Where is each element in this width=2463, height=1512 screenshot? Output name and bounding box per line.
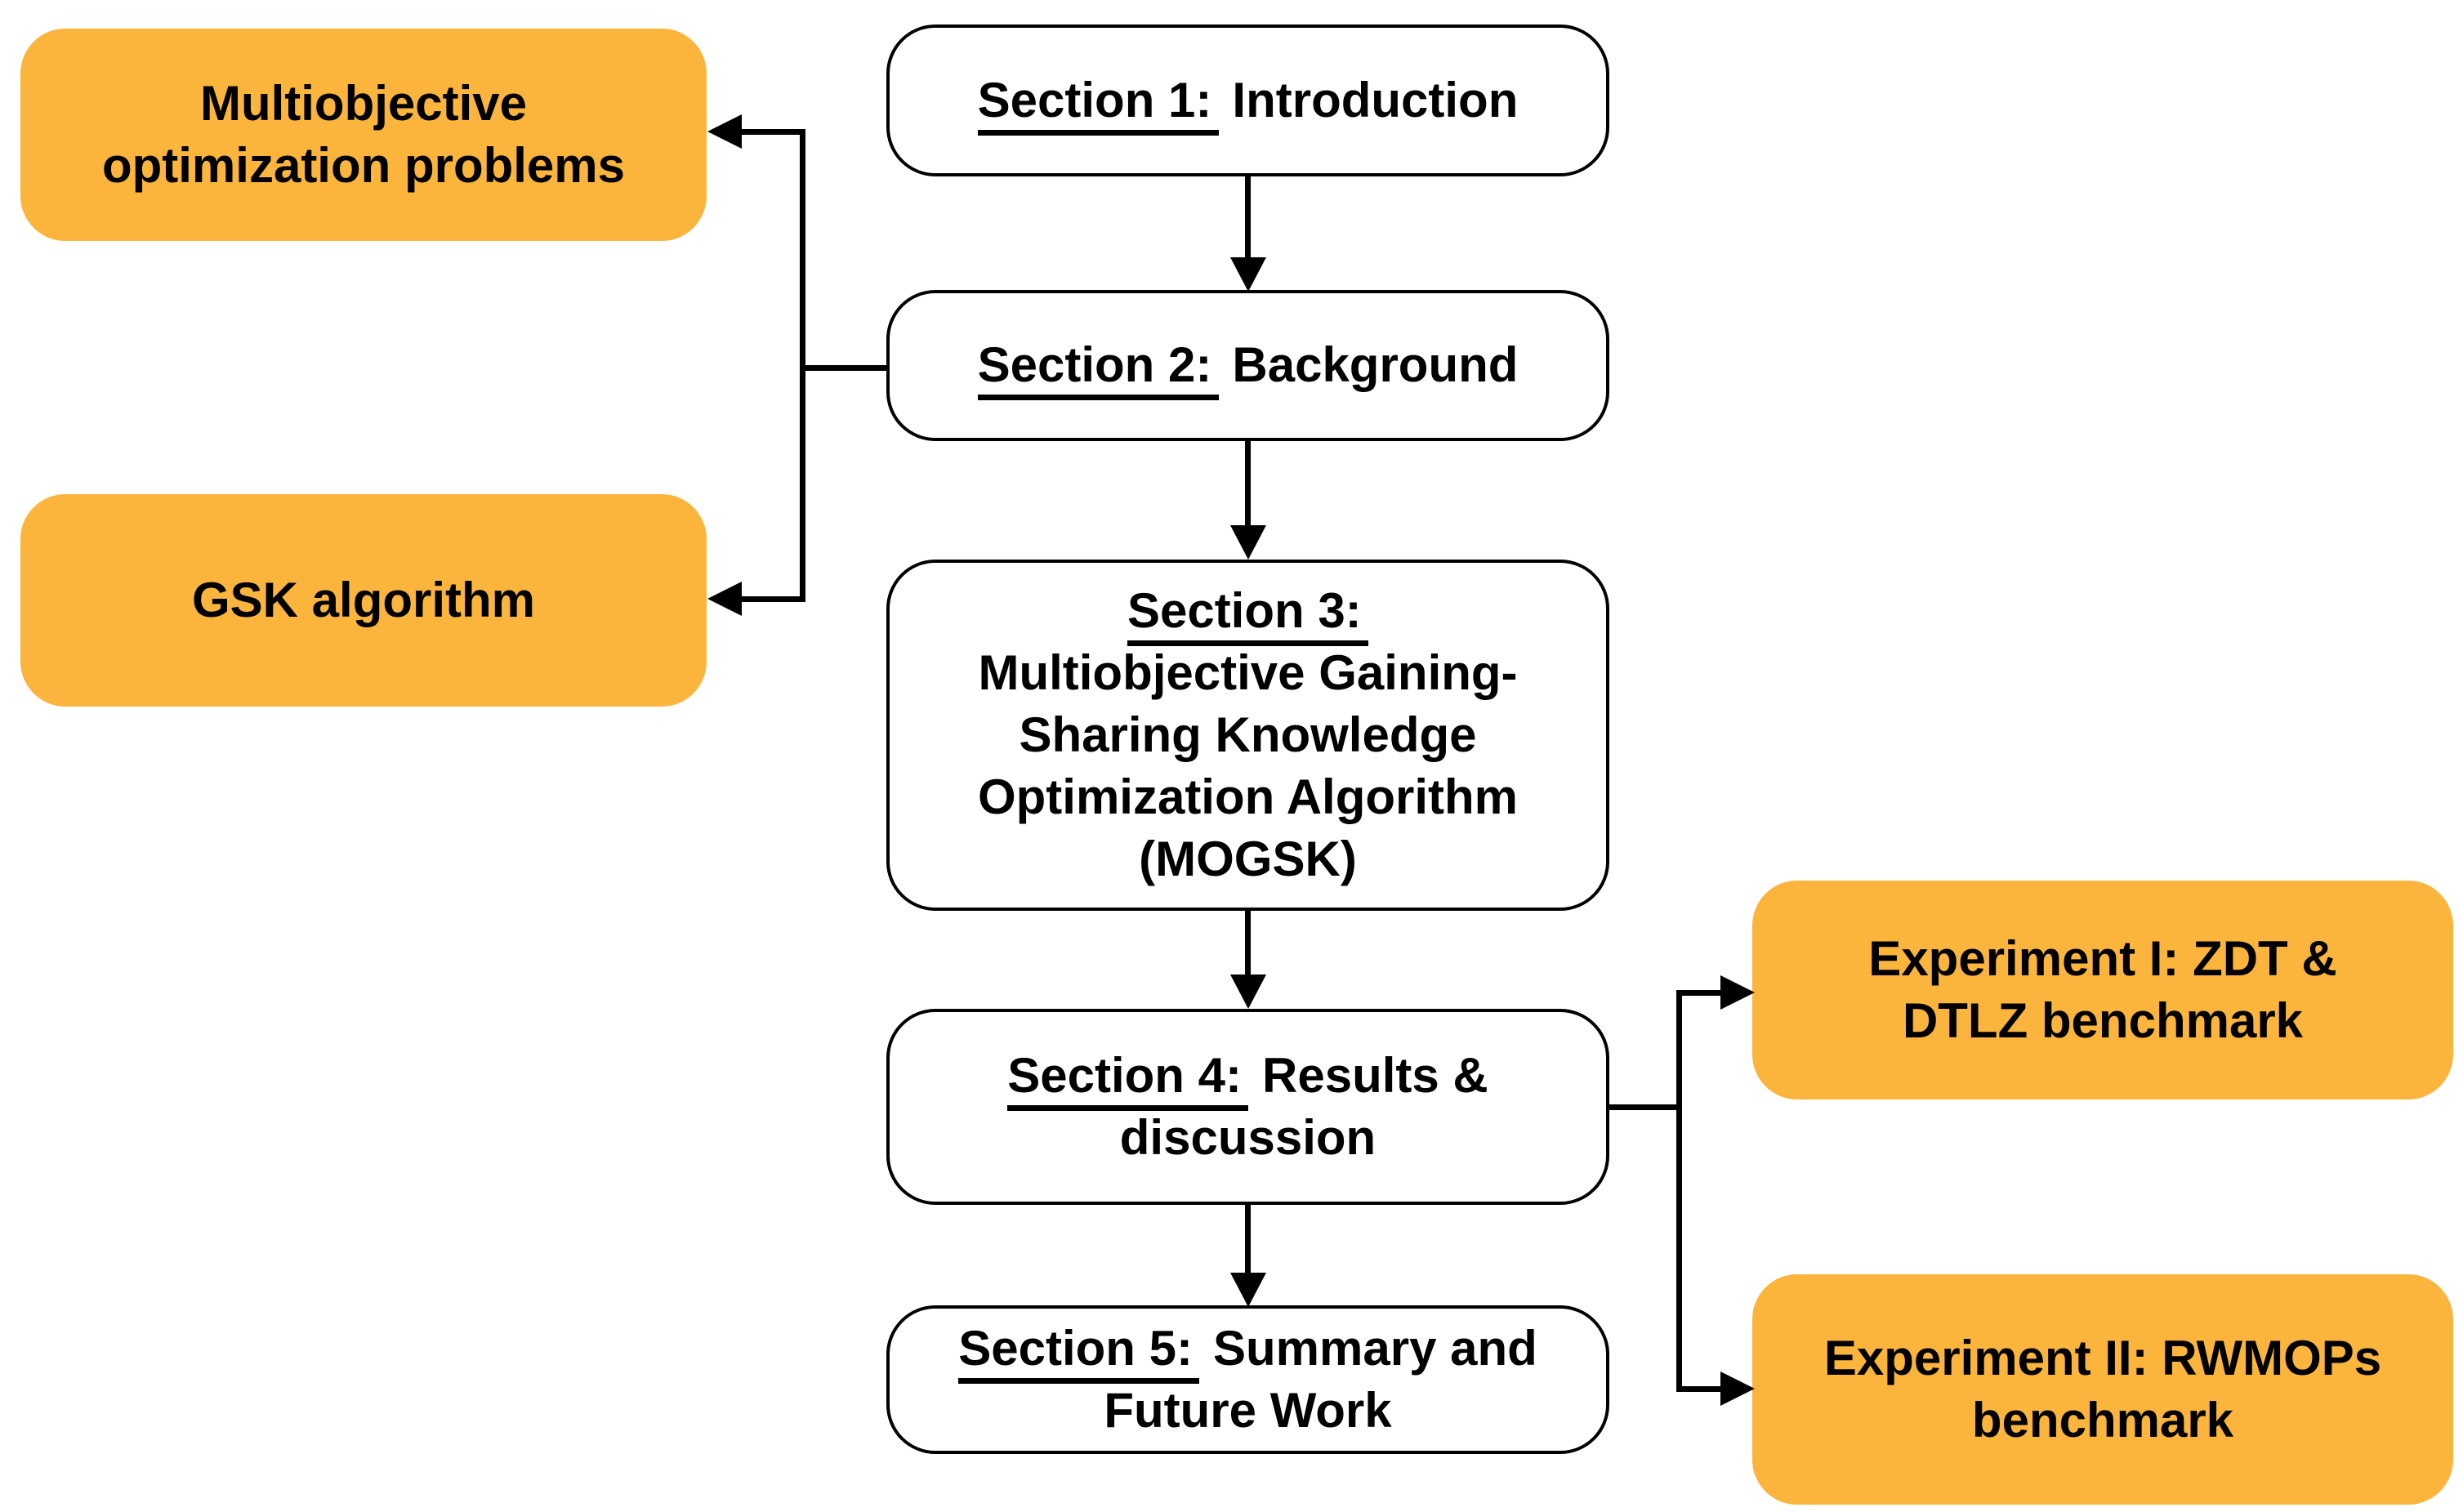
note-gsk-algorithm-text: GSK algorithm — [191, 572, 536, 627]
section-3-label: Section 3: — [1127, 582, 1369, 646]
connector-left-bottom-branch — [739, 596, 805, 602]
section-5-box: Section 5: Summary and Future Work — [886, 1305, 1609, 1454]
arrow-s2-s3-shaft — [1245, 441, 1251, 527]
section-5-label: Section 5: — [958, 1320, 1200, 1384]
section-3-title: Multiobjective Gaining- Sharing Knowledg… — [977, 644, 1519, 887]
section-3-text: Section 3: Multiobjective Gaining- Shari… — [978, 580, 1518, 891]
section-5-title: Summary and Future Work — [1104, 1320, 1537, 1438]
connector-left-bottom-arrowhead — [707, 582, 742, 616]
section-4-text: Section 4: Results & discussion — [1007, 1045, 1488, 1169]
connector-left-top-arrowhead — [707, 114, 742, 149]
connector-left-top-branch — [739, 129, 805, 135]
arrow-s4-s5-shaft — [1245, 1205, 1251, 1274]
section-3-box: Section 3: Multiobjective Gaining- Shari… — [886, 560, 1609, 911]
section-1-label: Section 1: — [977, 72, 1219, 136]
section-2-box: Section 2: Background — [886, 290, 1609, 441]
connector-right-bottom-arrowhead — [1720, 1372, 1755, 1406]
arrow-s1-s2-shaft — [1245, 176, 1251, 259]
note-multiobjective-problems-text: Multiobjective optimization problems — [101, 75, 626, 193]
section-4-title: Results & discussion — [1119, 1047, 1488, 1165]
section-5-text: Section 5: Summary and Future Work — [958, 1318, 1537, 1442]
section-1-box: Section 1: Introduction — [886, 25, 1609, 176]
connector-right-section4-stub — [1609, 1104, 1682, 1110]
note-experiment-2-text: Experiment II: RWMOPs benchmark — [1823, 1330, 2382, 1447]
section-1-text: Section 1: Introduction — [977, 69, 1519, 136]
note-experiment-1-box: Experiment I: ZDT & DTLZ benchmark — [1752, 881, 2453, 1099]
section-4-label: Section 4: — [1007, 1047, 1249, 1111]
note-experiment-1-text: Experiment I: ZDT & DTLZ benchmark — [1868, 930, 2337, 1048]
section-4-box: Section 4: Results & discussion — [886, 1009, 1609, 1205]
arrow-s2-s3-head — [1230, 525, 1266, 560]
connector-right-bottom-branch — [1679, 1386, 1724, 1392]
section-2-label: Section 2: — [977, 337, 1219, 401]
arrow-s4-s5-head — [1230, 1273, 1266, 1307]
connector-right-top-branch — [1679, 990, 1724, 996]
section-1-title: Introduction — [1218, 72, 1519, 127]
note-gsk-algorithm-box: GSK algorithm — [20, 494, 707, 707]
connector-right-top-arrowhead — [1720, 975, 1755, 1010]
note-experiment-2-box: Experiment II: RWMOPs benchmark — [1752, 1274, 2453, 1505]
section-2-title: Background — [1218, 337, 1519, 393]
connector-right-vertical — [1676, 990, 1682, 1392]
note-multiobjective-problems-box: Multiobjective optimization problems — [20, 29, 707, 241]
connector-left-section2-branch — [800, 365, 890, 371]
arrow-s3-s4-shaft — [1245, 911, 1251, 976]
section-2-text: Section 2: Background — [977, 334, 1519, 401]
arrow-s1-s2-head — [1230, 257, 1266, 292]
arrow-s3-s4-head — [1230, 975, 1266, 1009]
